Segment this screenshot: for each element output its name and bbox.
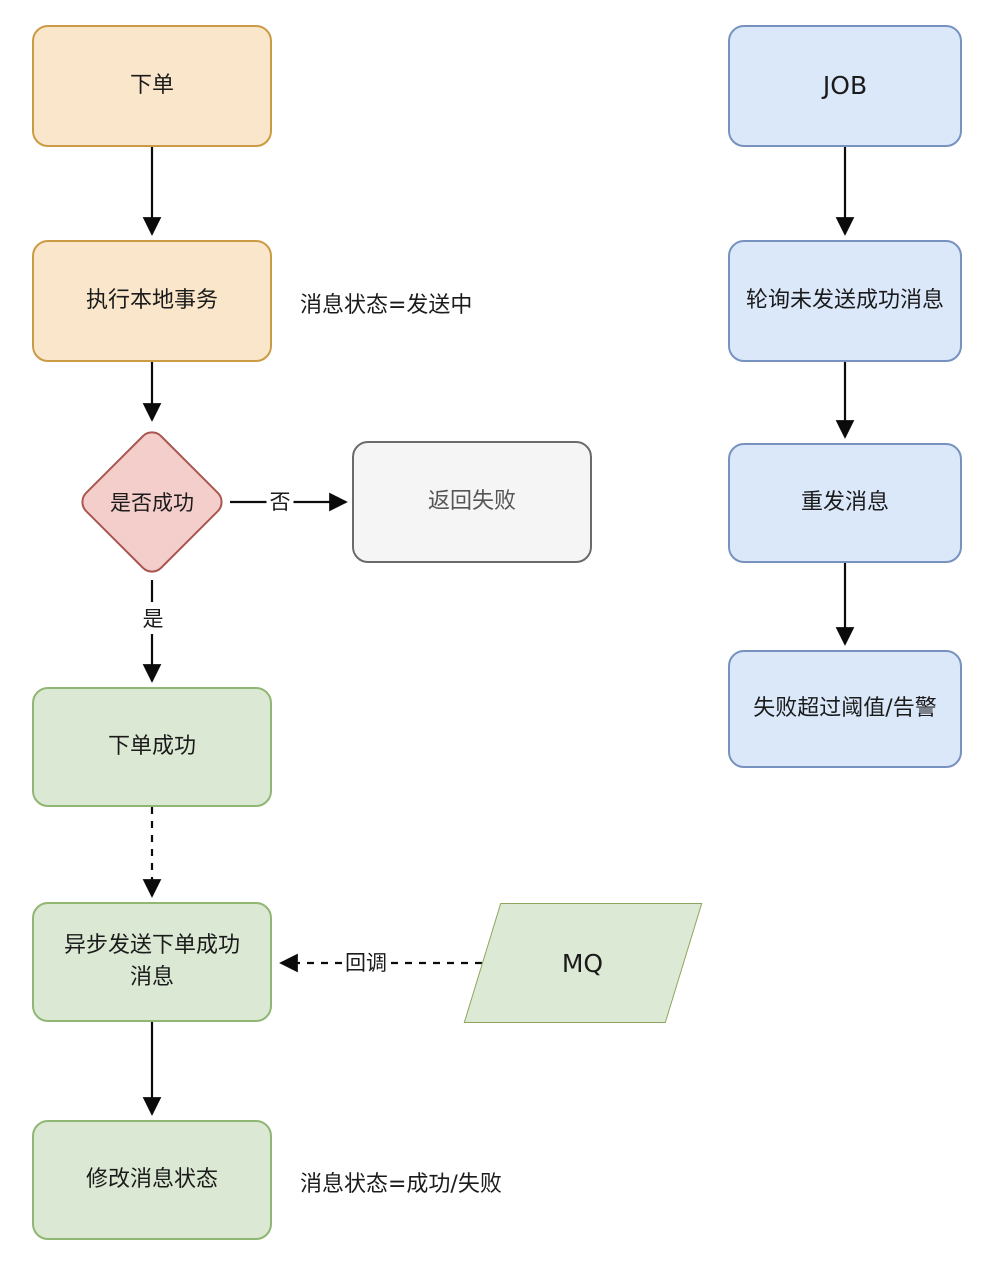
node-return-failure-label: 返回失败 (427, 489, 516, 515)
node-resend-message: 重发消息 (728, 443, 962, 563)
node-place-order-label: 下单 (129, 73, 174, 99)
node-modify-message-status-label: 修改消息状态 (85, 1167, 218, 1193)
node-mq-label: MQ (562, 948, 604, 978)
node-job: JOB (728, 25, 962, 147)
node-place-order: 下单 (32, 25, 272, 147)
node-is-success-label: 是否成功 (110, 491, 194, 515)
node-job-label: JOB (822, 70, 868, 100)
annotation-status-final: 消息状态=成功/失败 (300, 1172, 502, 1197)
edge-label-yes: 是 (139, 602, 167, 634)
node-order-success-label: 下单成功 (107, 734, 196, 760)
node-async-send-message: 异步发送下单成功消息 (32, 902, 272, 1022)
node-modify-message-status: 修改消息状态 (32, 1120, 272, 1240)
node-order-success: 下单成功 (32, 687, 272, 807)
node-return-failure: 返回失败 (352, 441, 592, 563)
edge-label-callback: 回调 (342, 946, 390, 978)
node-mq-parallelogram: MQ (463, 903, 703, 1023)
node-execute-local-tx-label: 执行本地事务 (85, 288, 218, 314)
edge-label-no: 否 (266, 485, 294, 517)
annotation-status-sending: 消息状态=发送中 (300, 293, 473, 318)
node-poll-unsent-messages-label: 轮询未发送成功消息 (745, 288, 944, 314)
node-resend-message-label: 重发消息 (800, 490, 889, 516)
node-async-send-message-label: 异步发送下单成功消息 (63, 933, 240, 990)
node-failure-threshold-alert-label: 失败超过阈值/告警 (753, 696, 937, 722)
node-failure-threshold-alert: 失败超过阈值/告警 (728, 650, 962, 768)
node-execute-local-tx: 执行本地事务 (32, 240, 272, 362)
node-poll-unsent-messages: 轮询未发送成功消息 (728, 240, 962, 362)
